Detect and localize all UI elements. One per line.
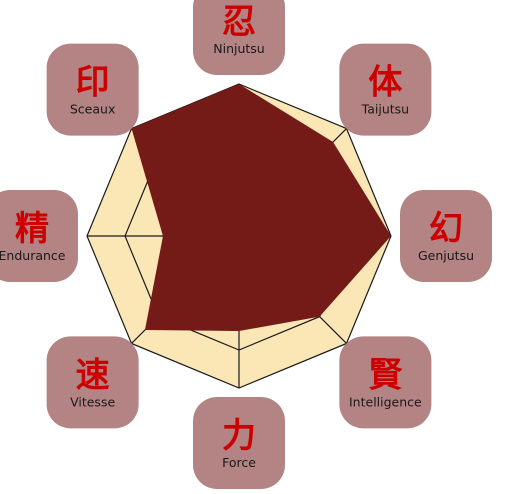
axis-badge-bg bbox=[0, 190, 78, 282]
axis-label: Genjutsu bbox=[418, 248, 474, 263]
axis-label: Endurance bbox=[0, 248, 66, 263]
axis-kanji: 力 bbox=[222, 416, 256, 456]
axis-badge-bg bbox=[193, 397, 285, 489]
axis-kanji: 印 bbox=[76, 63, 110, 103]
axis-label: Ninjutsu bbox=[213, 41, 264, 56]
axis-label: Taijutsu bbox=[361, 102, 409, 117]
axis-badge-bg bbox=[193, 0, 285, 75]
axis-kanji: 精 bbox=[15, 209, 49, 249]
axis-label: Sceaux bbox=[70, 102, 115, 117]
axis-badge-bg bbox=[46, 43, 139, 136]
axis-badge-bg bbox=[339, 43, 432, 136]
radar-series-area bbox=[131, 84, 391, 331]
radar-area-layer bbox=[131, 84, 391, 331]
axis-kanji: 賢 bbox=[368, 355, 403, 395]
axis-badge-bg bbox=[400, 190, 492, 282]
axis-label: Force bbox=[222, 455, 256, 470]
axis-kanji: 速 bbox=[76, 355, 110, 395]
axis-badge-bg bbox=[339, 336, 432, 429]
axis-kanji: 体 bbox=[368, 63, 402, 103]
axis-label: Vitesse bbox=[70, 394, 115, 409]
axis-label: Intelligence bbox=[349, 394, 422, 409]
axis-kanji: 忍 bbox=[222, 2, 256, 42]
axis-kanji: 幻 bbox=[429, 209, 463, 249]
axis-badge-bg bbox=[46, 336, 139, 429]
